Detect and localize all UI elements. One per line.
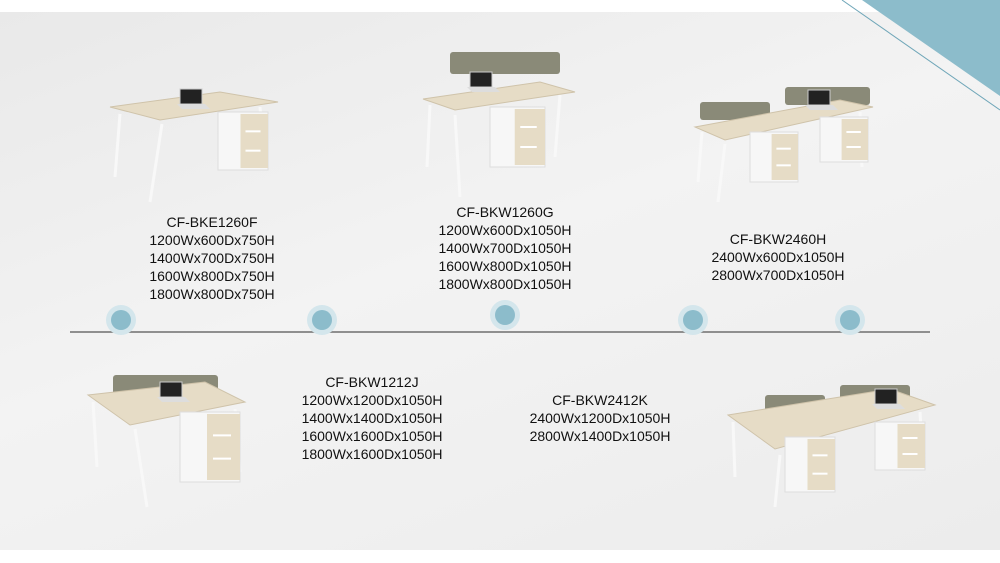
desk-leg: [148, 123, 164, 203]
pedestal-front: [807, 439, 835, 490]
desk-leg: [696, 131, 704, 183]
desk-leg: [553, 94, 562, 158]
laptop-base: [805, 105, 838, 110]
product-spec-bkw2460h: CF-BKW2460H 2400Wx600Dx1050H 2800Wx700Dx…: [711, 230, 844, 284]
desk-image-bkw2460h: [693, 87, 874, 202]
laptop-icon: [807, 89, 831, 106]
model-name: CF-BKW1212J: [325, 374, 419, 390]
product-spec-bkw2412k: CF-BKW2412K 2400Wx1200Dx1050H 2800Wx1400…: [530, 391, 671, 445]
desk-image-bkw2412k: [726, 385, 937, 507]
timeline-node: [678, 305, 708, 335]
product-spec-bke1260f: CF-BKE1260F 1200Wx600Dx750H 1400Wx700Dx7…: [149, 213, 274, 303]
laptop-base: [467, 87, 500, 92]
desk-top: [422, 81, 576, 111]
desk-leg: [113, 113, 122, 178]
pedestal-front: [240, 114, 268, 168]
laptop-icon: [159, 381, 183, 398]
size: 1800Wx800Dx750H: [149, 286, 275, 302]
timeline-line: [70, 331, 930, 333]
pedestal-front: [897, 424, 925, 468]
model-name: CF-BKW1260G: [456, 204, 554, 220]
size: 2800Wx1400Dx1050H: [529, 428, 671, 444]
desk-leg: [453, 114, 462, 197]
size: 1800Wx1600Dx1050H: [301, 446, 443, 462]
model-name: CF-BKW2412K: [552, 392, 648, 408]
size: 1400Wx1400Dx1050H: [301, 410, 443, 426]
laptop-icon: [874, 388, 898, 405]
product-spec-bkw1260g: CF-BKW1260G 1200Wx600Dx1050H 1400Wx700Dx…: [438, 203, 571, 293]
pedestal-front: [207, 414, 240, 480]
size: 1400Wx700Dx1050H: [438, 240, 572, 256]
desk-leg: [716, 143, 727, 202]
laptop-icon: [179, 88, 203, 105]
model-name: CF-BKE1260F: [166, 214, 258, 230]
timeline-node: [490, 300, 520, 330]
size: 1800Wx800Dx1050H: [438, 276, 572, 292]
size: 2800Wx700Dx1050H: [711, 267, 845, 283]
laptop-base: [157, 397, 190, 402]
laptop-icon: [469, 71, 493, 88]
size: 1600Wx1600Dx1050H: [301, 428, 443, 444]
desk-image-bkw1260g: [422, 52, 576, 197]
desk-leg: [731, 421, 737, 478]
desk-leg: [773, 454, 782, 507]
laptop-base: [177, 104, 210, 109]
size: 1400Wx700Dx750H: [149, 250, 275, 266]
slide: CF-BKE1260F 1200Wx600Dx750H 1400Wx700Dx7…: [0, 12, 1000, 550]
desk-leg: [91, 401, 99, 468]
size: 1200Wx1200Dx1050H: [301, 392, 443, 408]
pedestal-front: [514, 109, 545, 165]
timeline-node: [835, 305, 865, 335]
size: 2400Wx600Dx1050H: [711, 249, 845, 265]
laptop-base: [872, 404, 905, 409]
desk-leg: [133, 428, 149, 508]
size: 1600Wx800Dx750H: [149, 268, 275, 284]
desk-image-bkw1212j: [86, 375, 247, 508]
product-spec-bkw1212j: CF-BKW1212J 1200Wx1200Dx1050H 1400Wx1400…: [302, 373, 443, 463]
desk-leg: [425, 104, 432, 168]
model-name: CF-BKW2460H: [729, 231, 827, 247]
size: 1200Wx600Dx750H: [149, 232, 275, 248]
privacy-screen: [450, 52, 560, 74]
timeline-node: [307, 305, 337, 335]
timeline-node: [106, 305, 136, 335]
size: 2400Wx1200Dx1050H: [529, 410, 671, 426]
desk-image-bke1260f: [109, 88, 279, 203]
pedestal-front: [841, 119, 868, 160]
size: 1600Wx800Dx1050H: [438, 258, 572, 274]
size: 1200Wx600Dx1050H: [438, 222, 572, 238]
privacy-screen: [700, 102, 770, 120]
pedestal-front: [771, 134, 798, 180]
